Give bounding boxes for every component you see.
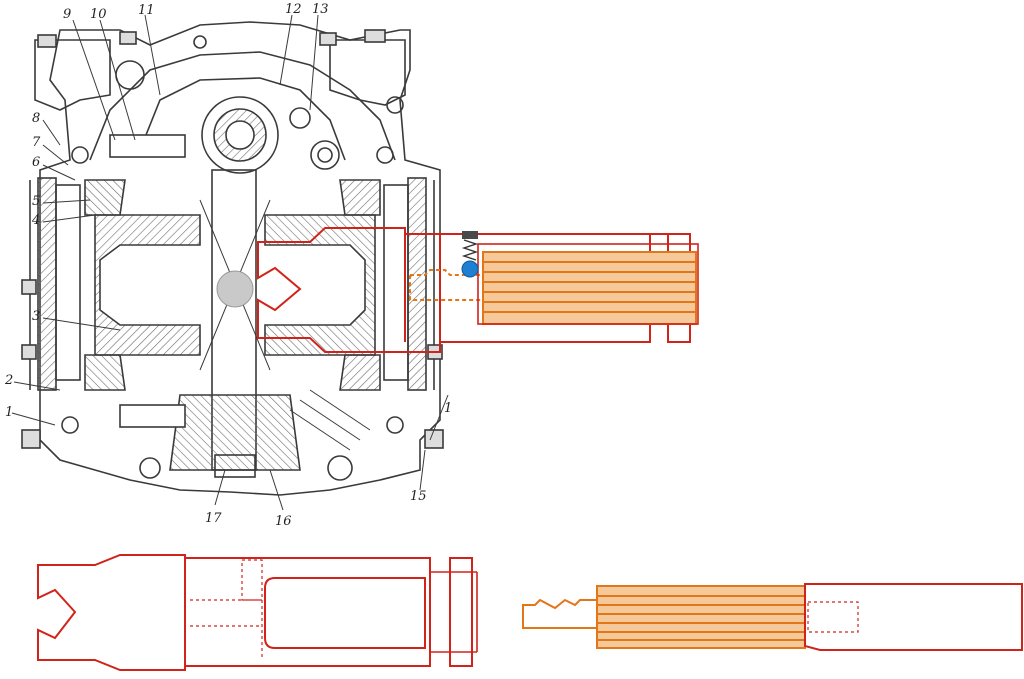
leader-lines xyxy=(11,14,449,511)
orange-shaft-splines xyxy=(483,261,696,313)
housing-hole-5 xyxy=(71,146,89,164)
housing-hole-2 xyxy=(289,107,311,129)
shaft-detail-splines xyxy=(597,595,805,641)
callout-16: 16 xyxy=(275,514,292,529)
top-cover xyxy=(34,39,406,111)
housing-hole-4 xyxy=(115,60,145,90)
red-sleeve-outline xyxy=(257,227,651,353)
callout-4: 4 xyxy=(31,213,40,228)
housing-hole-6 xyxy=(376,146,394,164)
callout-5: 5 xyxy=(32,194,40,209)
pin-icon xyxy=(216,270,254,308)
callout-10: 10 xyxy=(90,7,107,22)
right-flange-2 xyxy=(383,184,409,381)
nut-left-a xyxy=(21,344,37,360)
left-flange-2 xyxy=(55,184,81,381)
housing-hole-1b xyxy=(317,147,333,163)
nut-left-bottom xyxy=(21,429,41,449)
upper-chamber xyxy=(89,51,396,161)
orange-shaft-overlay xyxy=(409,243,699,325)
bearing-ul xyxy=(84,179,126,216)
ball-icon xyxy=(461,260,479,278)
top-bolt-left xyxy=(37,34,57,48)
callout-1-left: 1 xyxy=(5,405,13,420)
gearbox-cross-section-drawing xyxy=(11,14,449,511)
housing-hole-10 xyxy=(327,455,353,481)
callout-15: 15 xyxy=(410,489,427,504)
spring-icon xyxy=(461,231,479,261)
housing-hole-1 xyxy=(310,140,340,170)
lower-nut xyxy=(214,454,256,478)
diag-lower-right xyxy=(289,389,371,451)
bearing-ur xyxy=(339,179,381,216)
shaft-detail-tip xyxy=(522,598,598,629)
callout-17: 17 xyxy=(205,511,222,526)
upper-chamber-inner xyxy=(139,77,346,161)
top-bearing-bore xyxy=(225,120,255,150)
top-bolt-right xyxy=(364,29,386,43)
red-inner-box xyxy=(477,243,699,325)
top-bolt-mid xyxy=(319,32,337,46)
bearing-lr xyxy=(339,354,381,391)
shaft-detail-hub xyxy=(804,583,1023,651)
bolt-upper-left xyxy=(109,134,186,158)
bearing-ll xyxy=(84,354,126,391)
left-gear-body xyxy=(94,214,201,356)
sleeve-detail-drawing xyxy=(37,554,478,671)
housing-hole-11 xyxy=(386,96,404,114)
callout-3: 3 xyxy=(32,309,40,324)
callout-9: 9 xyxy=(63,7,71,22)
housing-outline xyxy=(39,21,441,496)
orange-shaft-tip xyxy=(409,269,484,301)
shaft-detail-hidden-bore xyxy=(807,601,859,633)
housing-hole-8 xyxy=(386,416,404,434)
sleeve-detail-collar xyxy=(449,557,473,667)
callout-8: 8 xyxy=(32,111,40,126)
top-bolt-c xyxy=(119,31,137,45)
callout-labels: 9 10 11 12 13 8 7 6 5 4 3 2 1 1 15 17 16 xyxy=(4,2,452,529)
housing-hole-9 xyxy=(139,457,161,479)
callout-1-right: 1 xyxy=(444,401,452,416)
lower-cup xyxy=(169,394,301,471)
bolt-lower-left xyxy=(119,404,186,428)
callout-12: 12 xyxy=(285,2,302,17)
sleeve-detail-bore xyxy=(264,577,426,649)
callout-2: 2 xyxy=(4,373,13,388)
housing-hole-3 xyxy=(193,35,207,49)
nut-right-bottom xyxy=(424,429,444,449)
callout-13: 13 xyxy=(312,2,329,17)
sleeve-detail-outline xyxy=(37,554,431,671)
right-gear-body xyxy=(264,214,376,356)
sleeve-detail-hidden-lines xyxy=(190,559,263,660)
nut-left-b xyxy=(21,279,37,295)
callout-7: 7 xyxy=(32,135,41,150)
top-bearing-outer xyxy=(201,96,279,174)
housing-hole-7 xyxy=(61,416,79,434)
callout-6: 6 xyxy=(32,155,40,170)
left-flange xyxy=(37,177,57,391)
shaft-detail-drawing xyxy=(522,583,1023,651)
callout-11: 11 xyxy=(138,3,155,18)
